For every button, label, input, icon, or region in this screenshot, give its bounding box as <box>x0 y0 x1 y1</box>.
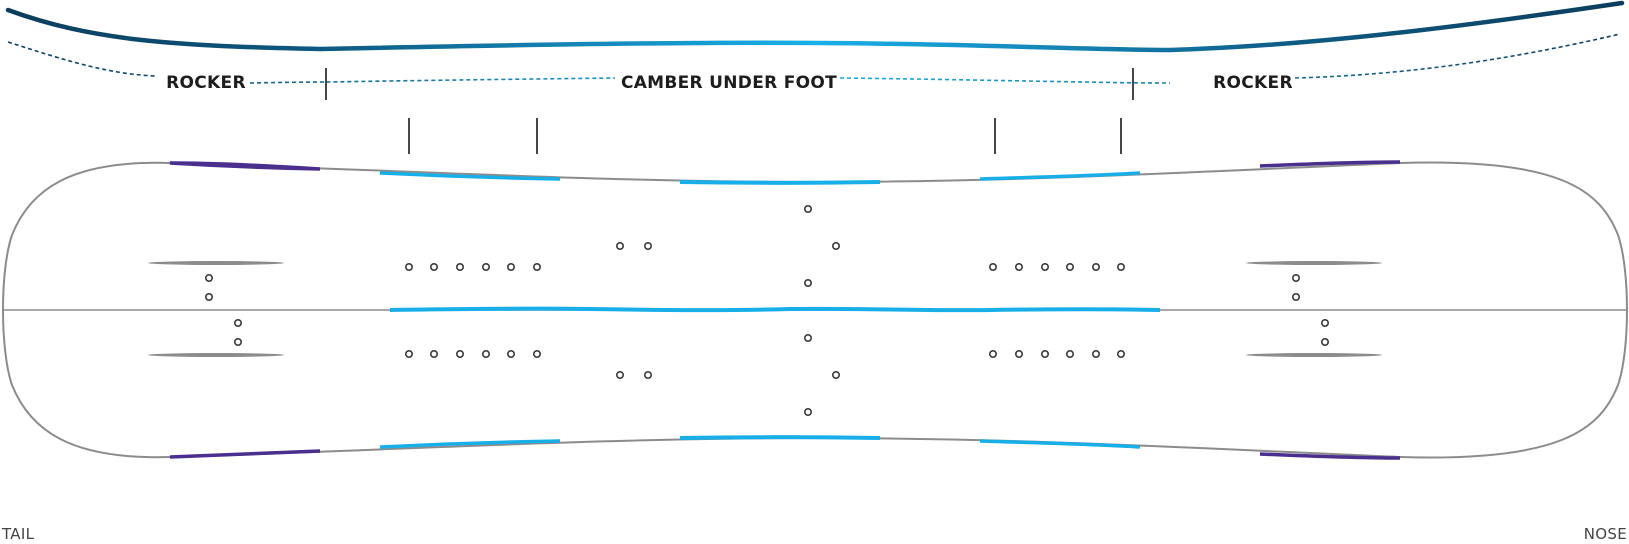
slot <box>1246 261 1382 265</box>
insert-hole <box>532 262 541 271</box>
insert-hole <box>803 278 812 287</box>
sidecut-blue-center-top <box>679 180 881 185</box>
insert-hole <box>532 349 541 358</box>
insert-hole <box>404 262 413 271</box>
slot <box>148 261 284 265</box>
sidecut-blue-nose-bottom <box>979 439 1141 449</box>
stance-ticks <box>408 118 1122 154</box>
insert-hole <box>615 242 624 251</box>
board-profile: ROCKER CAMBER UNDER FOOT ROCKER <box>5 0 1625 100</box>
tail-label: TAIL <box>1 525 35 543</box>
rocker-tail-label: ROCKER <box>166 73 246 93</box>
rocker-nose-label: ROCKER <box>1213 73 1293 93</box>
insert-hole <box>1092 349 1101 358</box>
insert-hole <box>643 370 652 379</box>
insert-hole <box>429 262 438 271</box>
insert-hole <box>455 349 464 358</box>
sidecut-purple-nose-top <box>1259 160 1401 168</box>
insert-hole <box>506 262 515 271</box>
insert-hole <box>404 349 413 358</box>
insert-hole <box>831 370 840 379</box>
insert-hole <box>234 318 243 327</box>
insert-hole <box>1014 262 1023 271</box>
slot <box>1246 353 1382 357</box>
insert-hole <box>1041 349 1050 358</box>
insert-hole <box>1014 349 1023 358</box>
insert-hole <box>1117 262 1126 271</box>
sidecut-blue-center-bottom <box>679 435 881 440</box>
insert-hole <box>481 349 490 358</box>
insert-hole <box>1092 262 1101 271</box>
insert-hole <box>1117 349 1126 358</box>
insert-hole <box>643 242 652 251</box>
insert-hole <box>506 349 515 358</box>
insert-hole <box>1066 262 1075 271</box>
nose-label: NOSE <box>1584 525 1627 543</box>
insert-hole <box>234 337 243 346</box>
insert-hole <box>615 370 624 379</box>
insert-hole <box>1321 337 1330 346</box>
board-top-view <box>2 160 1628 460</box>
insert-hole <box>481 262 490 271</box>
sidecut-blue-tail-top <box>379 171 561 181</box>
sidecut-highlights <box>169 160 1401 460</box>
insert-hole <box>205 292 214 301</box>
insert-hole <box>429 349 438 358</box>
insert-holes <box>205 205 1330 416</box>
insert-hole <box>988 262 997 271</box>
centerline-blue-highlight <box>389 306 1161 313</box>
profile-curve <box>5 0 1625 53</box>
sidecut-purple-nose-bottom <box>1259 452 1401 460</box>
sidecut-blue-nose-top <box>979 171 1141 181</box>
insert-hole <box>988 349 997 358</box>
insert-hole <box>1041 262 1050 271</box>
insert-hole <box>803 333 812 342</box>
slot <box>148 353 284 357</box>
insert-hole <box>205 273 214 282</box>
profile-dashed-line <box>7 33 1621 84</box>
insert-hole <box>1066 349 1075 358</box>
camber-label: CAMBER UNDER FOOT <box>621 73 837 93</box>
insert-hole <box>1321 318 1330 327</box>
insert-hole <box>803 407 812 416</box>
slots <box>148 261 1382 357</box>
insert-hole <box>803 205 812 214</box>
insert-hole <box>1292 292 1301 301</box>
insert-hole <box>1292 273 1301 282</box>
insert-hole <box>455 262 464 271</box>
sidecut-purple-tail-bottom <box>169 449 321 459</box>
sidecut-blue-tail-bottom <box>379 439 561 449</box>
sidecut-purple-tail-top <box>169 161 321 171</box>
insert-hole <box>831 242 840 251</box>
